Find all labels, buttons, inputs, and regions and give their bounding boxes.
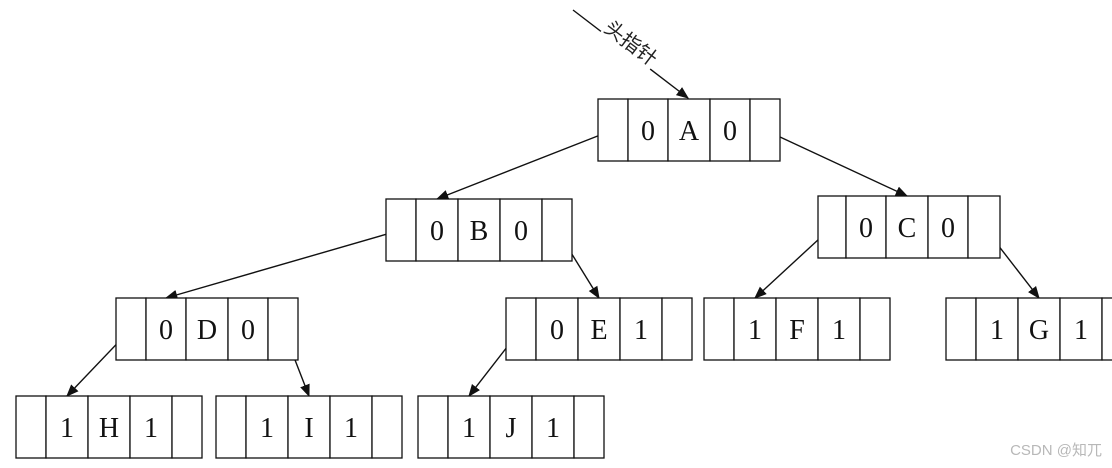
data-label: J [506,413,517,444]
ltag-field [845,195,887,259]
watermark: CSDN @知兀 [1010,442,1102,459]
ltag-label: 1 [260,413,274,444]
ltag-label: 1 [990,315,1004,346]
ltag-label: 0 [859,213,873,244]
data-label: F [789,315,805,346]
data-field [457,198,501,262]
ltag-label: 1 [748,315,762,346]
data-field [577,297,621,361]
data-label: C [898,213,917,244]
ltag-label: 0 [641,116,655,147]
data-label: I [304,413,313,444]
lchild-field [417,395,449,459]
data-label: A [679,116,700,147]
ltag-label: 1 [60,413,74,444]
data-field [1017,297,1061,361]
ltag-field [45,395,89,459]
ltag-field [245,395,289,459]
lchild-field [703,297,735,361]
data-field [775,297,819,361]
ltag-field [627,98,669,162]
data-label: E [590,315,607,346]
lchild-field [15,395,47,459]
rchild-field [859,297,891,361]
edge-A-B [435,129,614,200]
lchild-field [945,297,977,361]
rtag-field [531,395,575,459]
ltag-label: 0 [430,216,444,247]
rtag-field [1059,297,1103,361]
rtag-label: 0 [723,116,737,147]
rtag-label: 1 [832,315,846,346]
rtag-label: 1 [144,413,158,444]
edge-B-D [164,229,402,300]
ltag-label: 1 [462,413,476,444]
rtag-field [329,395,373,459]
rchild-field [661,297,693,361]
rchild-field [1101,297,1112,361]
ltag-label: 0 [159,315,173,346]
lchild-field [385,198,417,262]
rtag-field [499,198,543,262]
lchild-field [115,297,147,361]
data-field [87,395,131,459]
rchild-field [371,395,403,459]
rtag-label: 1 [546,413,560,444]
edge-A-C [764,129,909,197]
rtag-label: 0 [241,315,255,346]
lchild-field [597,98,629,162]
rchild-field [541,198,573,262]
ltag-field [975,297,1019,361]
rchild-field [267,297,299,361]
rtag-label: 0 [514,216,528,247]
rtag-label: 1 [1074,315,1088,346]
data-label: G [1029,315,1049,346]
data-field [489,395,533,459]
data-field [287,395,331,459]
rtag-label: 1 [344,413,358,444]
rtag-label: 0 [941,213,955,244]
data-label: D [197,315,217,346]
rtag-field [927,195,969,259]
rchild-field [573,395,605,459]
ltag-field [415,198,459,262]
ltag-field [535,297,579,361]
data-label: B [470,216,489,247]
ltag-field [733,297,777,361]
rchild-field [967,195,1001,259]
data-label: H [99,413,119,444]
rtag-field [129,395,173,459]
rtag-field [817,297,861,361]
rchild-field [749,98,781,162]
rtag-field [619,297,663,361]
rtag-field [227,297,269,361]
rtag-label: 1 [634,315,648,346]
lchild-field [505,297,537,361]
head-pointer: 头指针 [572,9,690,99]
data-field [667,98,711,162]
head-pointer-label: 头指针 [600,15,662,70]
lchild-field [215,395,247,459]
lchild-field [817,195,847,259]
ltag-label: 0 [550,315,564,346]
rchild-field [171,395,203,459]
data-field [185,297,229,361]
